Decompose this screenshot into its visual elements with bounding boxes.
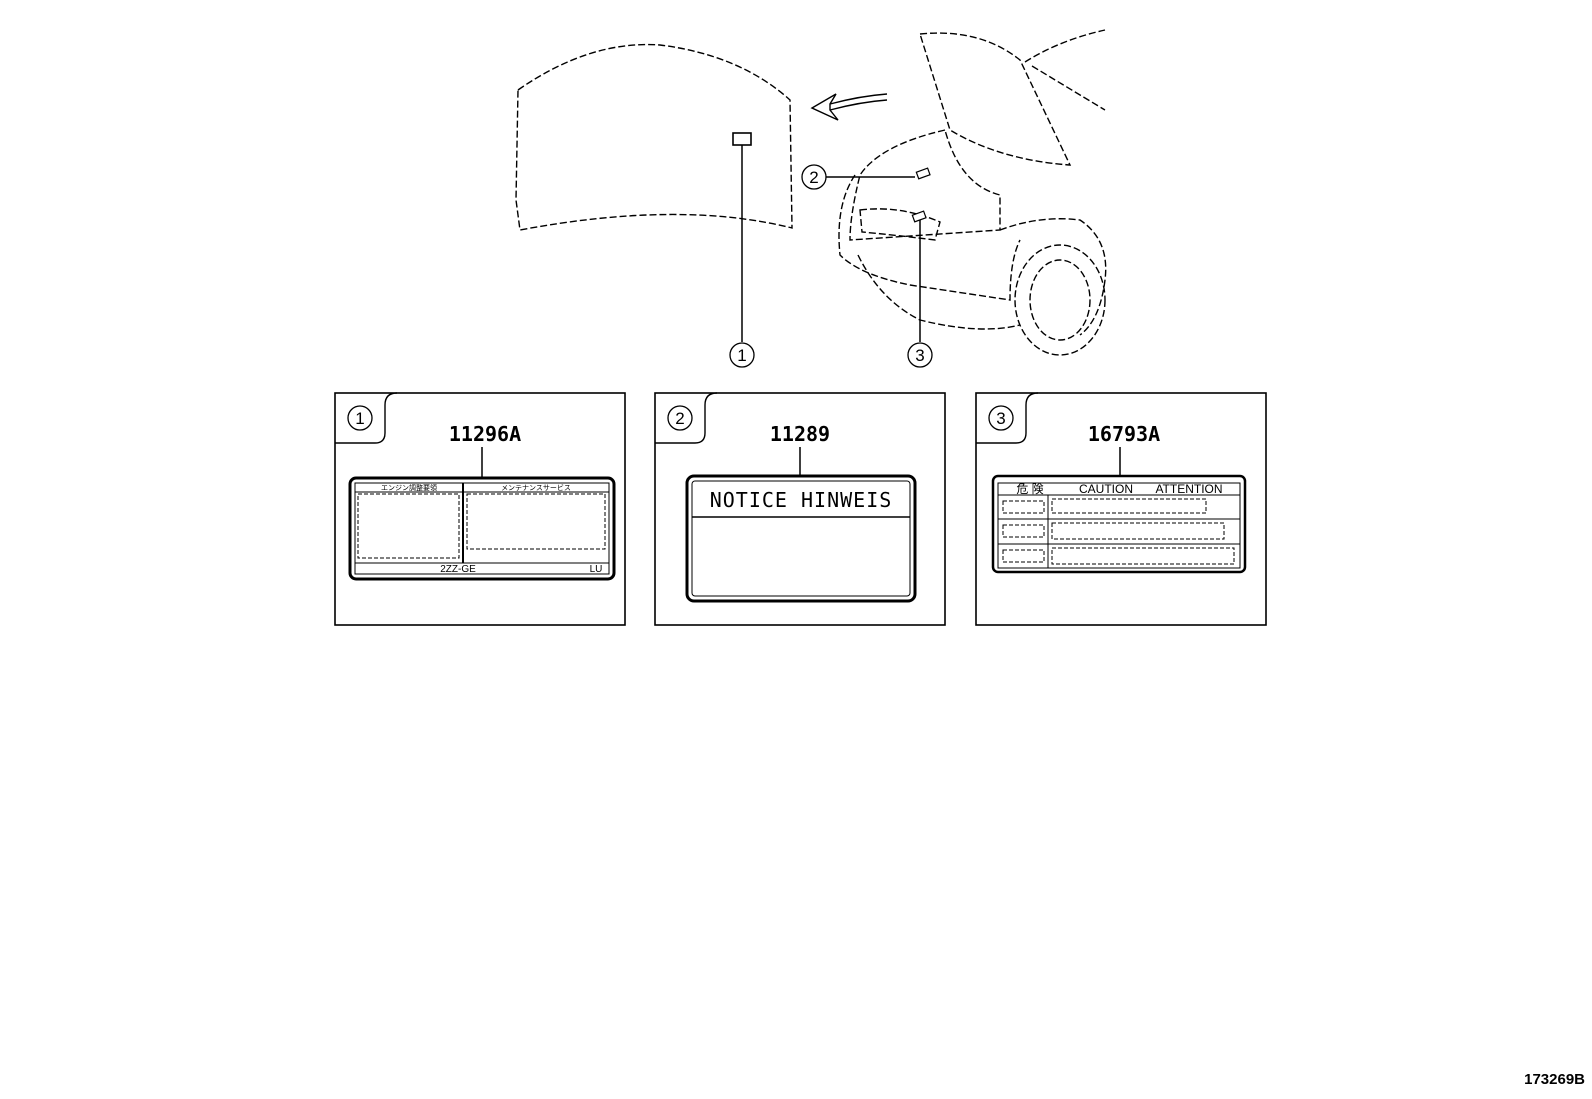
- callout-3: 3: [907, 342, 933, 368]
- car-engine-bay: [849, 129, 1001, 241]
- panel-1-number: 1: [355, 409, 364, 428]
- callout-1: 1: [729, 342, 755, 368]
- hood-outline: [515, 43, 793, 231]
- panel-3-number: 3: [996, 409, 1005, 428]
- callout-2: 2: [801, 164, 827, 190]
- leader-lines: [741, 145, 921, 342]
- panel-2-part-number: 11289: [770, 422, 830, 446]
- panel-3-tab: [976, 392, 1039, 444]
- car-front-wheel: [1014, 244, 1106, 356]
- removal-arrow: [810, 93, 888, 121]
- panel-1: 1 11296A エンジン調整要領 メンテナンスサービス 2ZZ-GE LU: [334, 392, 626, 626]
- label-1-footer-code: 2ZZ-GE: [440, 564, 476, 575]
- label-16793a: 危 険 CAUTION ATTENTION: [991, 474, 1247, 574]
- label-1-left-heading: エンジン調整要領: [381, 483, 437, 492]
- car-fender: [999, 218, 1107, 336]
- car-windshield: [1024, 29, 1106, 111]
- label-2-heading: NOTICE HINWEIS: [710, 488, 893, 512]
- panel-2-number: 2: [675, 409, 684, 428]
- car-bumper: [838, 174, 1021, 301]
- vehicle-illustration: [515, 29, 1107, 356]
- car-lower-bumper: [857, 254, 1021, 330]
- label-1-footer-right: LU: [590, 564, 603, 575]
- label-3-heading-caution: CAUTION: [1079, 482, 1133, 496]
- panel-3-part-number: 16793A: [1088, 422, 1160, 446]
- label-3-heading-attention: ATTENTION: [1155, 482, 1222, 496]
- car-front-wheel-hub: [1029, 259, 1091, 341]
- label-3-heading-jp: 危 険: [1016, 482, 1043, 496]
- car-open-hood: [919, 32, 1072, 166]
- label-11289: NOTICE HINWEIS: [685, 474, 917, 603]
- panel-2-tab: [655, 392, 718, 444]
- callout-1-label: 1: [737, 346, 746, 365]
- label-1-right-heading: メンテナンスサービス: [501, 483, 571, 492]
- bay-label-marker-2: [915, 167, 931, 180]
- callout-2-label: 2: [809, 168, 818, 187]
- figure-number: 173269B: [1524, 1071, 1585, 1088]
- panel-3: 3 16793A 危 険 CAUTION ATTENTION: [975, 392, 1267, 626]
- callout-3-label: 3: [915, 346, 924, 365]
- panel-2: 2 11289 NOTICE HINWEIS: [654, 392, 946, 626]
- panel-1-tab: [335, 392, 398, 444]
- panel-1-part-number: 11296A: [449, 422, 521, 446]
- hood-label-marker: [732, 132, 752, 146]
- car-headlight: [859, 208, 941, 241]
- bay-label-marker-3: [911, 210, 927, 223]
- label-11296a: エンジン調整要領 メンテナンスサービス 2ZZ-GE LU: [348, 476, 616, 581]
